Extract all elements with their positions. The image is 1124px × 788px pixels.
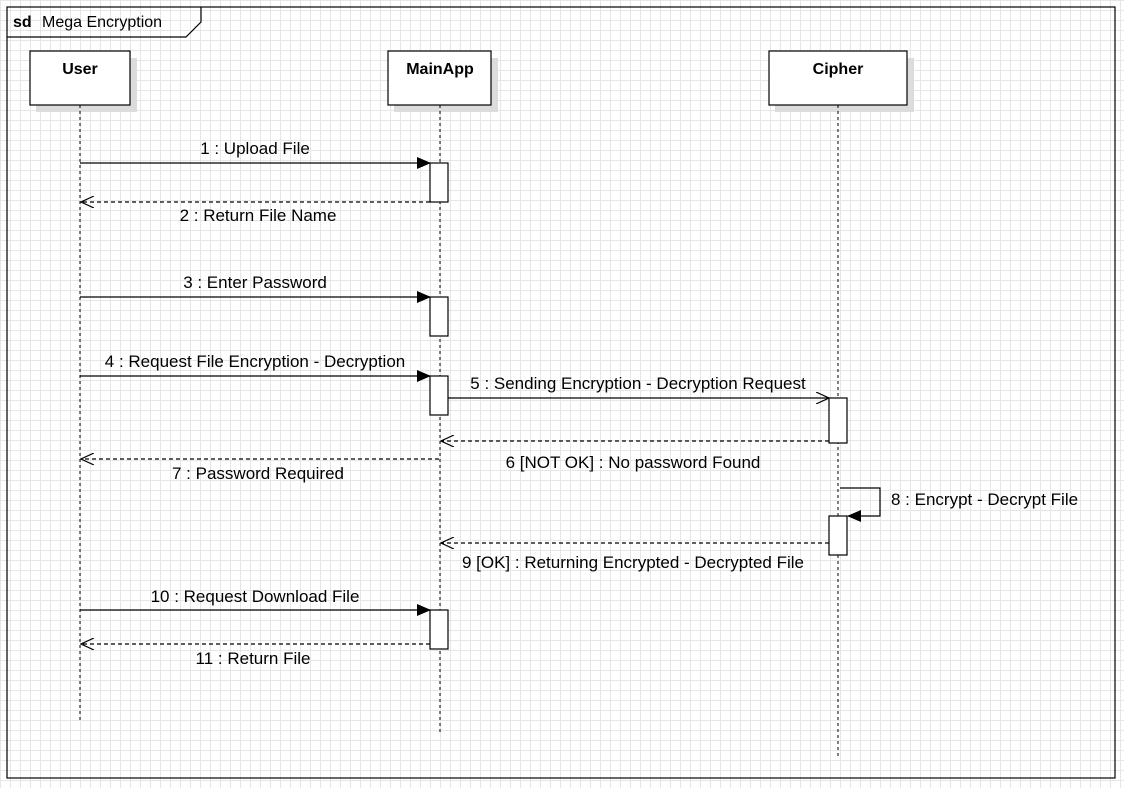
- message-4-label: 4 : Request File Encryption - Decryption: [105, 352, 405, 371]
- lifeline-cipher-label: Cipher: [813, 61, 864, 78]
- message-6[interactable]: 6 [NOT OK] : No password Found: [441, 441, 829, 472]
- frame-tab: [7, 7, 202, 38]
- message-8[interactable]: 8 : Encrypt - Decrypt File: [840, 487, 1078, 522]
- message-2[interactable]: 2 : Return File Name: [81, 202, 430, 225]
- activation-bar: [429, 375, 449, 416]
- activation-bar: [828, 515, 848, 556]
- activation-bar: [429, 609, 449, 650]
- activation-bar: [429, 162, 449, 203]
- activation-bar: [429, 296, 449, 337]
- message-5-label: 5 : Sending Encryption - Decryption Requ…: [470, 374, 806, 393]
- message-9-label: 9 [OK] : Returning Encrypted - Decrypted…: [462, 553, 804, 572]
- message-3-label: 3 : Enter Password: [183, 273, 327, 292]
- lifeline-mainapp[interactable]: MainApp: [387, 50, 498, 733]
- frame-keyword: sd: [13, 14, 32, 31]
- activation-bar: [828, 397, 848, 444]
- message-5[interactable]: 5 : Sending Encryption - Decryption Requ…: [448, 374, 829, 398]
- message-1-label: 1 : Upload File: [200, 139, 310, 158]
- message-3[interactable]: 3 : Enter Password: [80, 273, 431, 303]
- message-7-label: 7 : Password Required: [172, 464, 344, 483]
- interaction-frame: sd Mega Encryption: [6, 6, 1116, 779]
- message-9[interactable]: 9 [OK] : Returning Encrypted - Decrypted…: [441, 543, 829, 572]
- message-11[interactable]: 11 : Return File: [81, 644, 430, 668]
- message-10[interactable]: 10 : Request Download File: [80, 587, 431, 616]
- message-4[interactable]: 4 : Request File Encryption - Decryption: [80, 352, 431, 382]
- message-11-label: 11 : Return File: [196, 649, 311, 668]
- message-10-label: 10 : Request Download File: [151, 587, 360, 606]
- message-6-label: 6 [NOT OK] : No password Found: [506, 453, 761, 472]
- message-8-arrow: [840, 487, 881, 522]
- lifeline-mainapp-label: MainApp: [406, 61, 474, 78]
- lifeline-user[interactable]: User: [29, 50, 137, 723]
- message-2-label: 2 : Return File Name: [180, 206, 337, 225]
- message-1[interactable]: 1 : Upload File: [80, 139, 431, 169]
- activation-bars: [429, 162, 848, 650]
- lifeline-user-label: User: [62, 61, 98, 78]
- message-8-label: 8 : Encrypt - Decrypt File: [891, 490, 1078, 509]
- message-7[interactable]: 7 : Password Required: [81, 459, 439, 483]
- frame-title: Mega Encryption: [42, 14, 162, 31]
